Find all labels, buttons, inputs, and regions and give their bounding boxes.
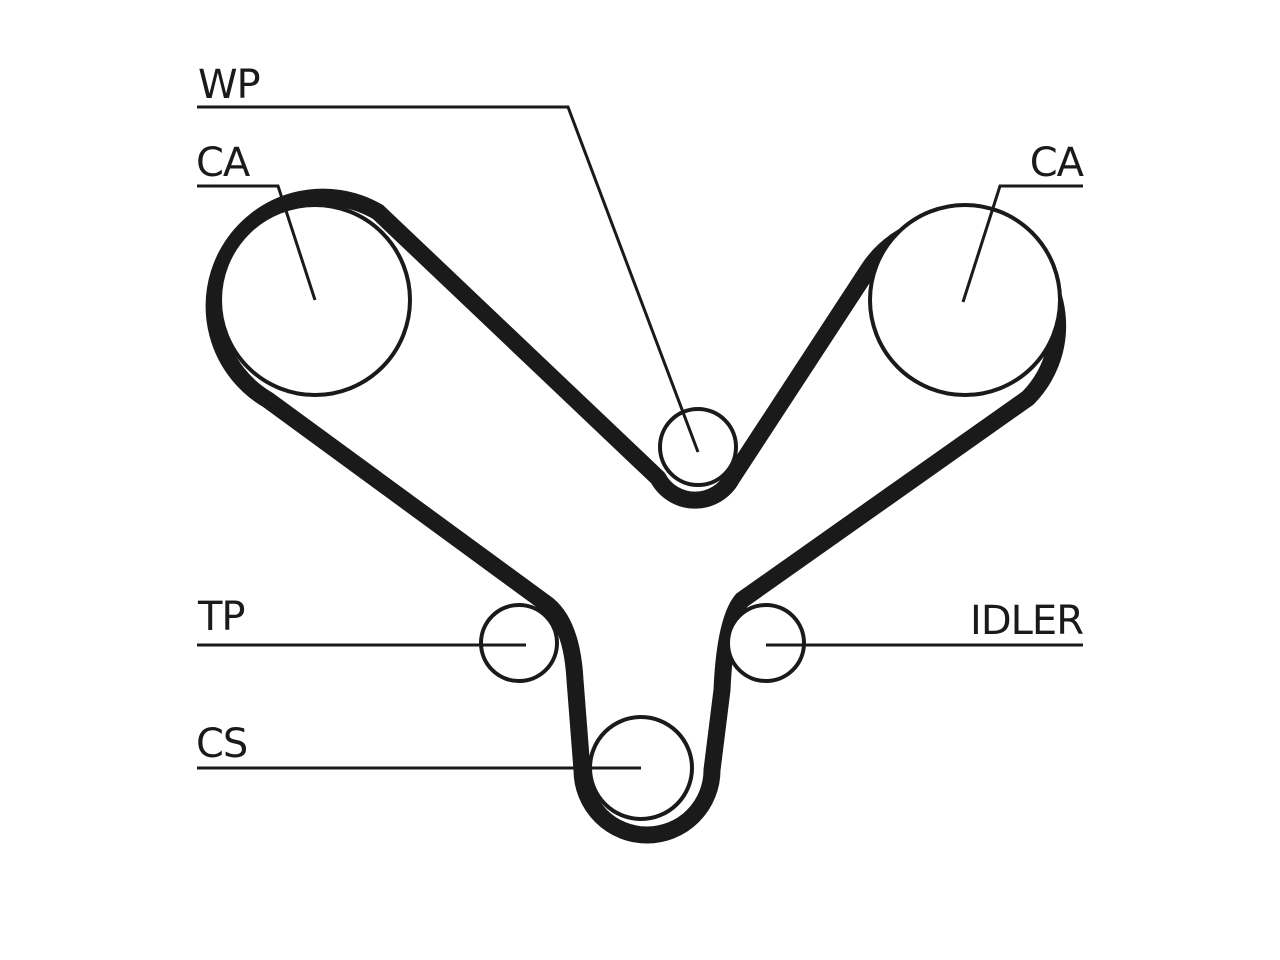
tp-label: TP: [197, 594, 245, 640]
cs-label: CS: [196, 721, 247, 767]
wp-label: WP: [198, 62, 260, 108]
idler-pulley: [726, 603, 806, 683]
idler-label: IDLER: [970, 598, 1083, 644]
tensioner-pulley: [479, 603, 559, 683]
wp-leader-line: [197, 105, 700, 453]
ca-right-label: CA: [1030, 140, 1085, 186]
water-pump-pulley: [658, 407, 738, 487]
ca-left-leader-line: [197, 184, 317, 301]
ca-left-label: CA: [196, 140, 251, 186]
ca-right-leader-line: [961, 184, 1083, 303]
